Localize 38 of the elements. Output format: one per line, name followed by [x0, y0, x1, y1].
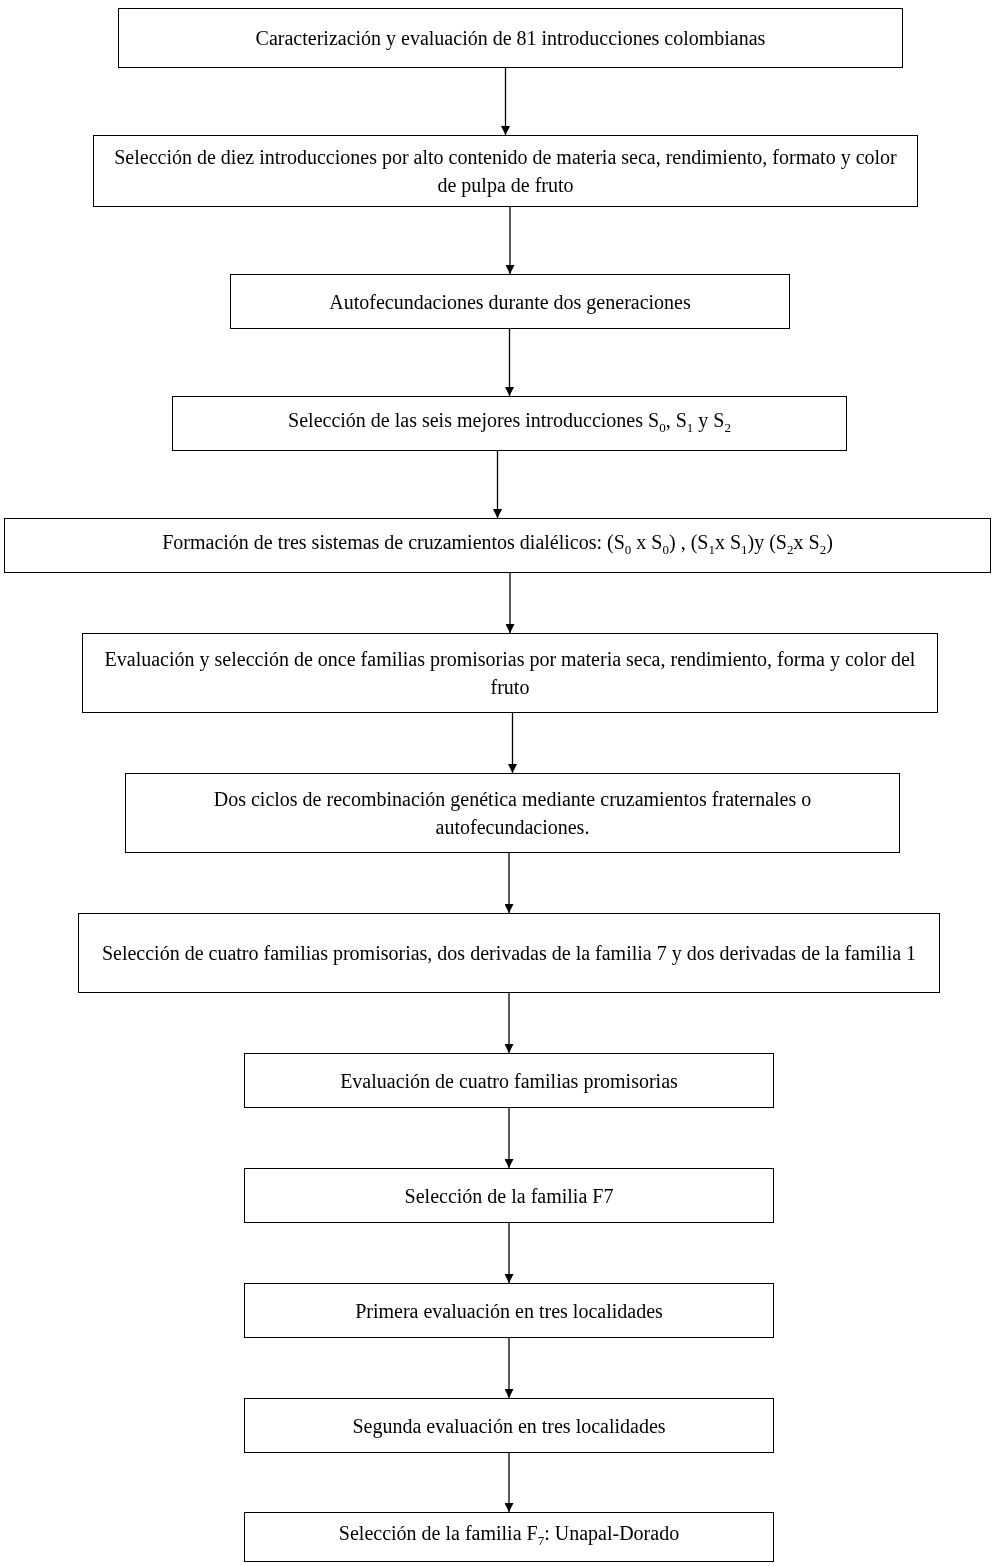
- arrow: [504, 1222, 514, 1284]
- process-box: [244, 1168, 774, 1223]
- process-box: [244, 1398, 774, 1453]
- arrow: [505, 206, 515, 275]
- arrow: [505, 328, 514, 397]
- arrow: [504, 852, 514, 914]
- process-box: [244, 1053, 774, 1108]
- process-box: [244, 1512, 774, 1562]
- process-box: [230, 274, 790, 329]
- step-text: Evaluación y selección de once familias promisorias por materia seca, rendimiento, forma y color del fruto: [103, 647, 917, 700]
- process-box: [172, 396, 847, 451]
- step-text: Selección de diez introducciones por alto contenido de materia seca, rendimiento, formato y color de pulpa de fruto: [113, 145, 898, 199]
- step-text: Selección de la familia F7: [404, 1183, 614, 1209]
- step-text: Selección de cuatro familias promisorias, dos derivadas de la familia 7 y dos derivadas de la familia 1: [101, 941, 917, 967]
- process-box: [93, 135, 918, 207]
- arrow: [504, 1107, 514, 1169]
- step-text: Dos ciclos de recombinación genética mediante cruzamientos fraternales o autofecundaciones.: [212, 787, 813, 840]
- process-box: [4, 518, 991, 573]
- step-text: Caracterización y evaluación de 81 introducciones colombianas: [255, 26, 766, 52]
- process-box: [82, 633, 938, 713]
- arrow: [505, 572, 515, 634]
- step-text: Evaluación de cuatro familias promisorias: [340, 1068, 678, 1095]
- arrow: [493, 450, 502, 519]
- step-text: Selección de las seis mejores introducciones S$_{0}$, S$_{1}$ y S$_{2}$: [288, 407, 731, 437]
- step-text: Selección de la familia F$_{7}$: Unapal-Dorado: [338, 1521, 680, 1550]
- step-text: Autofecundaciones durante dos generaciones: [329, 289, 691, 316]
- arrow: [501, 67, 510, 136]
- process-box: [118, 8, 903, 68]
- arrow: [504, 1337, 514, 1399]
- step-text: Segunda evaluación en tres localidades: [352, 1413, 666, 1440]
- process-box: [244, 1283, 774, 1338]
- arrow: [504, 992, 514, 1054]
- arrow: [508, 712, 517, 774]
- process-box: [125, 773, 900, 853]
- step-text: Formación de tres sistemas de cruzamientos dialélicos: (S$_{0}$ x S$_{0}$) , (S$_{1}$x S$_{1}$)y (S$_{2}$x S$_{2}$): [162, 529, 833, 559]
- step-text: Primera evaluación en tres localidades: [355, 1298, 663, 1324]
- arrow: [504, 1452, 514, 1513]
- process-box: [78, 913, 940, 993]
